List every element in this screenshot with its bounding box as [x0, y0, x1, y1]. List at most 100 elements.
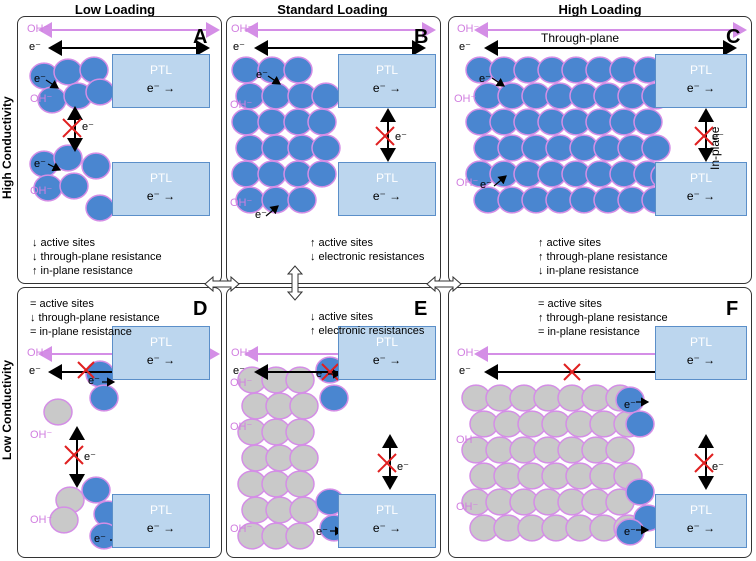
- notes-b: ↑ active sites↓ electronic resistances: [310, 237, 425, 263]
- panel-connector-arrow: [204, 275, 240, 293]
- catalyst-particle-gray: [605, 436, 635, 464]
- particle-electron-e2: e⁻: [316, 526, 328, 538]
- hydroxide-side-d2: OH⁻: [30, 514, 53, 526]
- particle-electron-d2: e⁻: [94, 533, 106, 545]
- blocked-cross-icon: [694, 453, 714, 473]
- electron-path-arrow: [45, 79, 59, 89]
- notes-e: ↓ active sites↑ electronic resistances: [310, 311, 425, 337]
- electron-cross-label-a: e⁻: [82, 121, 94, 133]
- hydroxide-side-e3: OH⁻: [230, 523, 253, 535]
- hydroxide-side-c2: OH⁻: [456, 177, 479, 189]
- notes-c: ↑ active sites↑ through-plane resistance…: [538, 237, 668, 277]
- hydroxide-side-b2: OH⁻: [230, 197, 253, 209]
- catalyst-particle-gray: [43, 398, 73, 426]
- electron-cross-label-d: e⁻: [84, 451, 96, 463]
- hydroxide-side-a2: OH⁻: [30, 185, 53, 197]
- catalyst-particle-blue: [307, 160, 337, 188]
- column-header-standard-loading: Standard Loading: [277, 2, 388, 17]
- electron-cross-label-b: e⁻: [395, 131, 407, 143]
- electron-label-f: e⁻: [459, 365, 471, 377]
- catalyst-particle-blue: [81, 152, 111, 180]
- particle-electron-d1: e⁻: [88, 375, 100, 387]
- blocked-cross-icon: [321, 363, 339, 381]
- particle-electron-f2: e⁻: [624, 526, 636, 538]
- particle-electron-c2: e⁻: [480, 179, 492, 191]
- hydroxide-label-c: OH⁻: [457, 23, 480, 35]
- catalyst-particle-blue: [311, 82, 341, 110]
- hydroxide-label-b: OH⁻: [231, 23, 254, 35]
- notes-d: = active sites↓ through-plane resistance…: [30, 298, 160, 338]
- panel-connector-arrow: [426, 275, 462, 293]
- electron-cross-label-f: e⁻: [712, 461, 724, 473]
- catalyst-particle-blue: [257, 160, 287, 188]
- through-plane-label: Through-plane: [538, 31, 623, 45]
- hydroxide-label-a: OH⁻: [27, 23, 50, 35]
- catalyst-particle-blue: [89, 384, 119, 412]
- catalyst-particle-blue: [261, 82, 291, 110]
- blocked-cross-icon: [375, 126, 395, 146]
- hydroxide-label-e: OH⁻: [231, 347, 254, 359]
- catalyst-particle-blue: [625, 478, 655, 506]
- catalyst-particle-blue: [53, 144, 83, 172]
- hydroxide-side-a1: OH⁻: [30, 93, 53, 105]
- hydroxide-side-e2: OH⁻: [230, 421, 253, 433]
- catalyst-particle-blue: [257, 108, 287, 136]
- hydroxide-side-f1: OH⁻: [456, 434, 479, 446]
- blocked-cross-icon: [62, 118, 82, 138]
- column-header-low-loading: Low Loading: [74, 2, 156, 17]
- catalyst-particle-blue: [319, 384, 349, 412]
- notes-f: = active sites↑ through-plane resistance…: [538, 298, 668, 338]
- catalyst-particle-gray: [289, 392, 319, 420]
- catalyst-particle-blue: [311, 134, 341, 162]
- particle-electron-a1: e⁻: [34, 73, 46, 85]
- panel-label-c: C: [726, 26, 741, 48]
- panel-label-e: E: [414, 298, 428, 320]
- electron-label-a: e⁻: [29, 41, 41, 53]
- particle-electron-b2: e⁻: [255, 209, 267, 221]
- catalyst-particle-gray: [289, 444, 319, 472]
- catalyst-particle-blue: [283, 56, 313, 84]
- catalyst-particle-blue: [641, 134, 671, 162]
- blocked-cross-icon: [64, 445, 84, 465]
- hydroxide-side-d1: OH⁻: [30, 429, 53, 441]
- catalyst-particle-blue: [231, 160, 261, 188]
- hydroxide-label-f: OH⁻: [457, 347, 480, 359]
- catalyst-particle-gray: [285, 470, 315, 498]
- electron-path-arrow: [47, 162, 62, 172]
- in-plane-label: In-plane: [708, 126, 722, 170]
- hydroxide-side-e1: OH⁻: [230, 377, 253, 389]
- catalyst-particle-blue: [287, 186, 317, 214]
- catalyst-particle-blue: [633, 108, 663, 136]
- catalyst-particle-gray: [285, 418, 315, 446]
- catalyst-particle-gray: [49, 506, 79, 534]
- particle-electron-e1: e⁻: [316, 368, 328, 380]
- catalyst-particle-blue: [85, 78, 115, 106]
- catalyst-particle-blue: [85, 194, 115, 222]
- catalyst-particle-blue: [81, 476, 111, 504]
- blocked-cross-icon: [77, 361, 95, 379]
- hydroxide-side-b1: OH⁻: [230, 99, 253, 111]
- electron-path-arrow: [491, 77, 505, 87]
- notes-a: ↓ active sites↓ through-plane resistance…: [32, 237, 162, 277]
- electron-label-c: e⁻: [459, 41, 471, 53]
- catalyst-particle-blue: [625, 410, 655, 438]
- electron-cross-label-c: e⁻: [712, 131, 724, 143]
- catalyst-particle-blue: [235, 134, 265, 162]
- panel-connector-arrow: [286, 265, 304, 301]
- catalyst-particle-blue: [53, 58, 83, 86]
- column-header-high-loading: High Loading: [558, 2, 642, 17]
- electron-path-arrow: [493, 175, 507, 187]
- blocked-cross-icon: [377, 453, 397, 473]
- catalyst-particle-blue: [59, 172, 89, 200]
- catalyst-particle-blue: [231, 108, 261, 136]
- catalyst-particle-gray: [289, 496, 319, 524]
